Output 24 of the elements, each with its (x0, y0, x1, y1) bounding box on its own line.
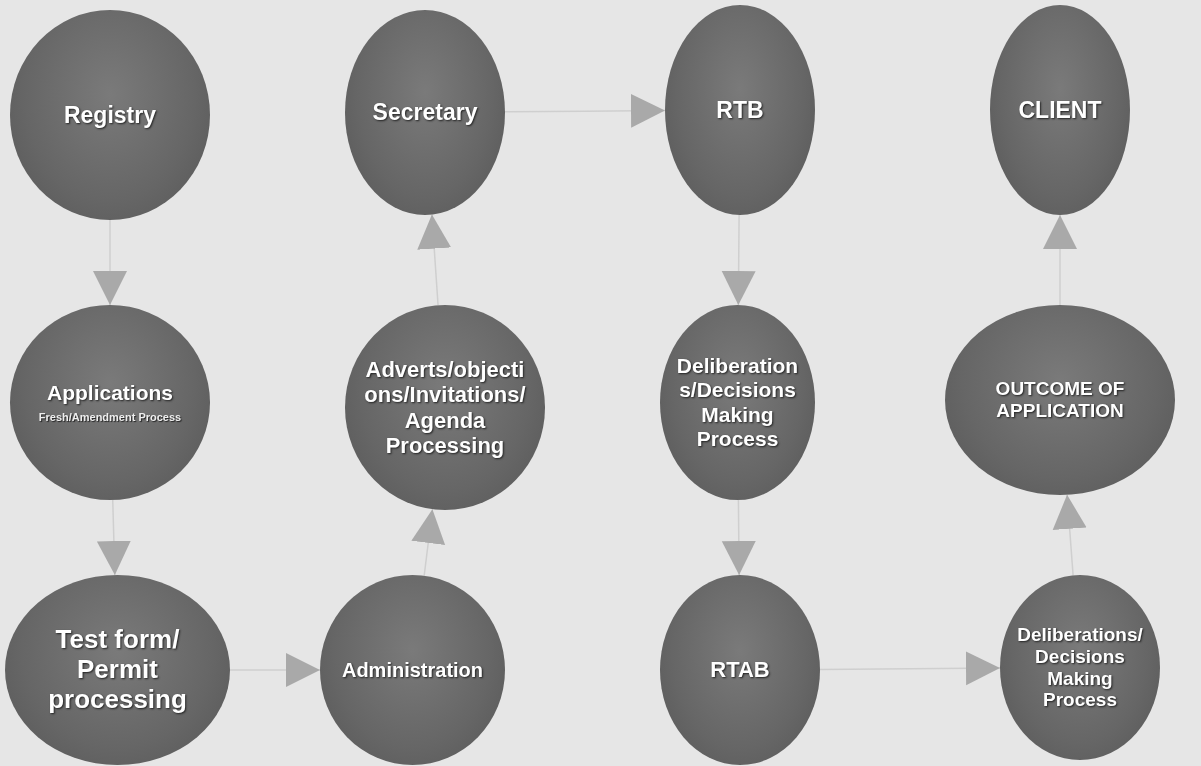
arrow (721, 499, 756, 576)
node-label: RTAB (710, 657, 770, 683)
arrow (504, 93, 666, 128)
node-sublabel: Fresh/Amendment Process (38, 410, 182, 425)
arrow (229, 653, 321, 687)
arrow (1052, 494, 1087, 577)
node-label: Deliberations/Decisions Making Process (1016, 623, 1144, 712)
arrow (417, 213, 452, 306)
node-label: Registry (63, 101, 156, 129)
arrow (721, 214, 756, 306)
node-label: Secretary (372, 99, 478, 126)
node-label: OUTCOME OF APPLICATION (994, 378, 1126, 422)
node-label: RTB (716, 96, 764, 124)
node-label: CLIENT (1018, 96, 1102, 124)
arrow (96, 499, 131, 576)
node-label: Applications (47, 380, 173, 405)
arrow (93, 219, 127, 306)
arrow (1043, 214, 1077, 306)
arrow (819, 651, 1001, 686)
node-label: Test form/ Permit processing (47, 625, 188, 715)
node-label: Deliberations/Decisions Making Process (676, 354, 799, 451)
node-label: Adverts/objections/Invitations/Agenda Processing (363, 356, 527, 459)
node-label: Administration (341, 658, 484, 682)
arrow (411, 508, 446, 577)
